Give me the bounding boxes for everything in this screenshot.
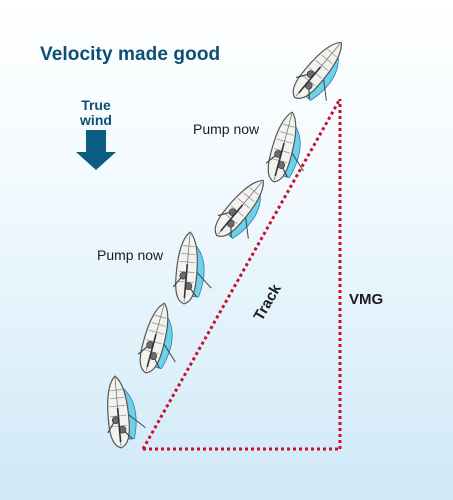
dinghy-icon — [102, 373, 148, 450]
dinghy-icon — [206, 171, 284, 254]
pump-now-label-lower: Pump now — [97, 247, 164, 263]
true-wind-label: True wind — [64, 98, 128, 128]
dinghy-icon — [261, 108, 319, 190]
vmg-label: VMG — [349, 291, 384, 308]
wind-label-line1: True — [81, 97, 111, 113]
wind-label-line2: wind — [80, 112, 112, 128]
dinghy-icon — [133, 299, 191, 381]
dinghy-icon — [284, 33, 362, 116]
track-line — [141, 98, 342, 450]
pump-now-label-upper: Pump now — [193, 121, 260, 137]
diagram-title: Velocity made good — [40, 44, 221, 65]
dinghy-icon — [171, 230, 217, 307]
